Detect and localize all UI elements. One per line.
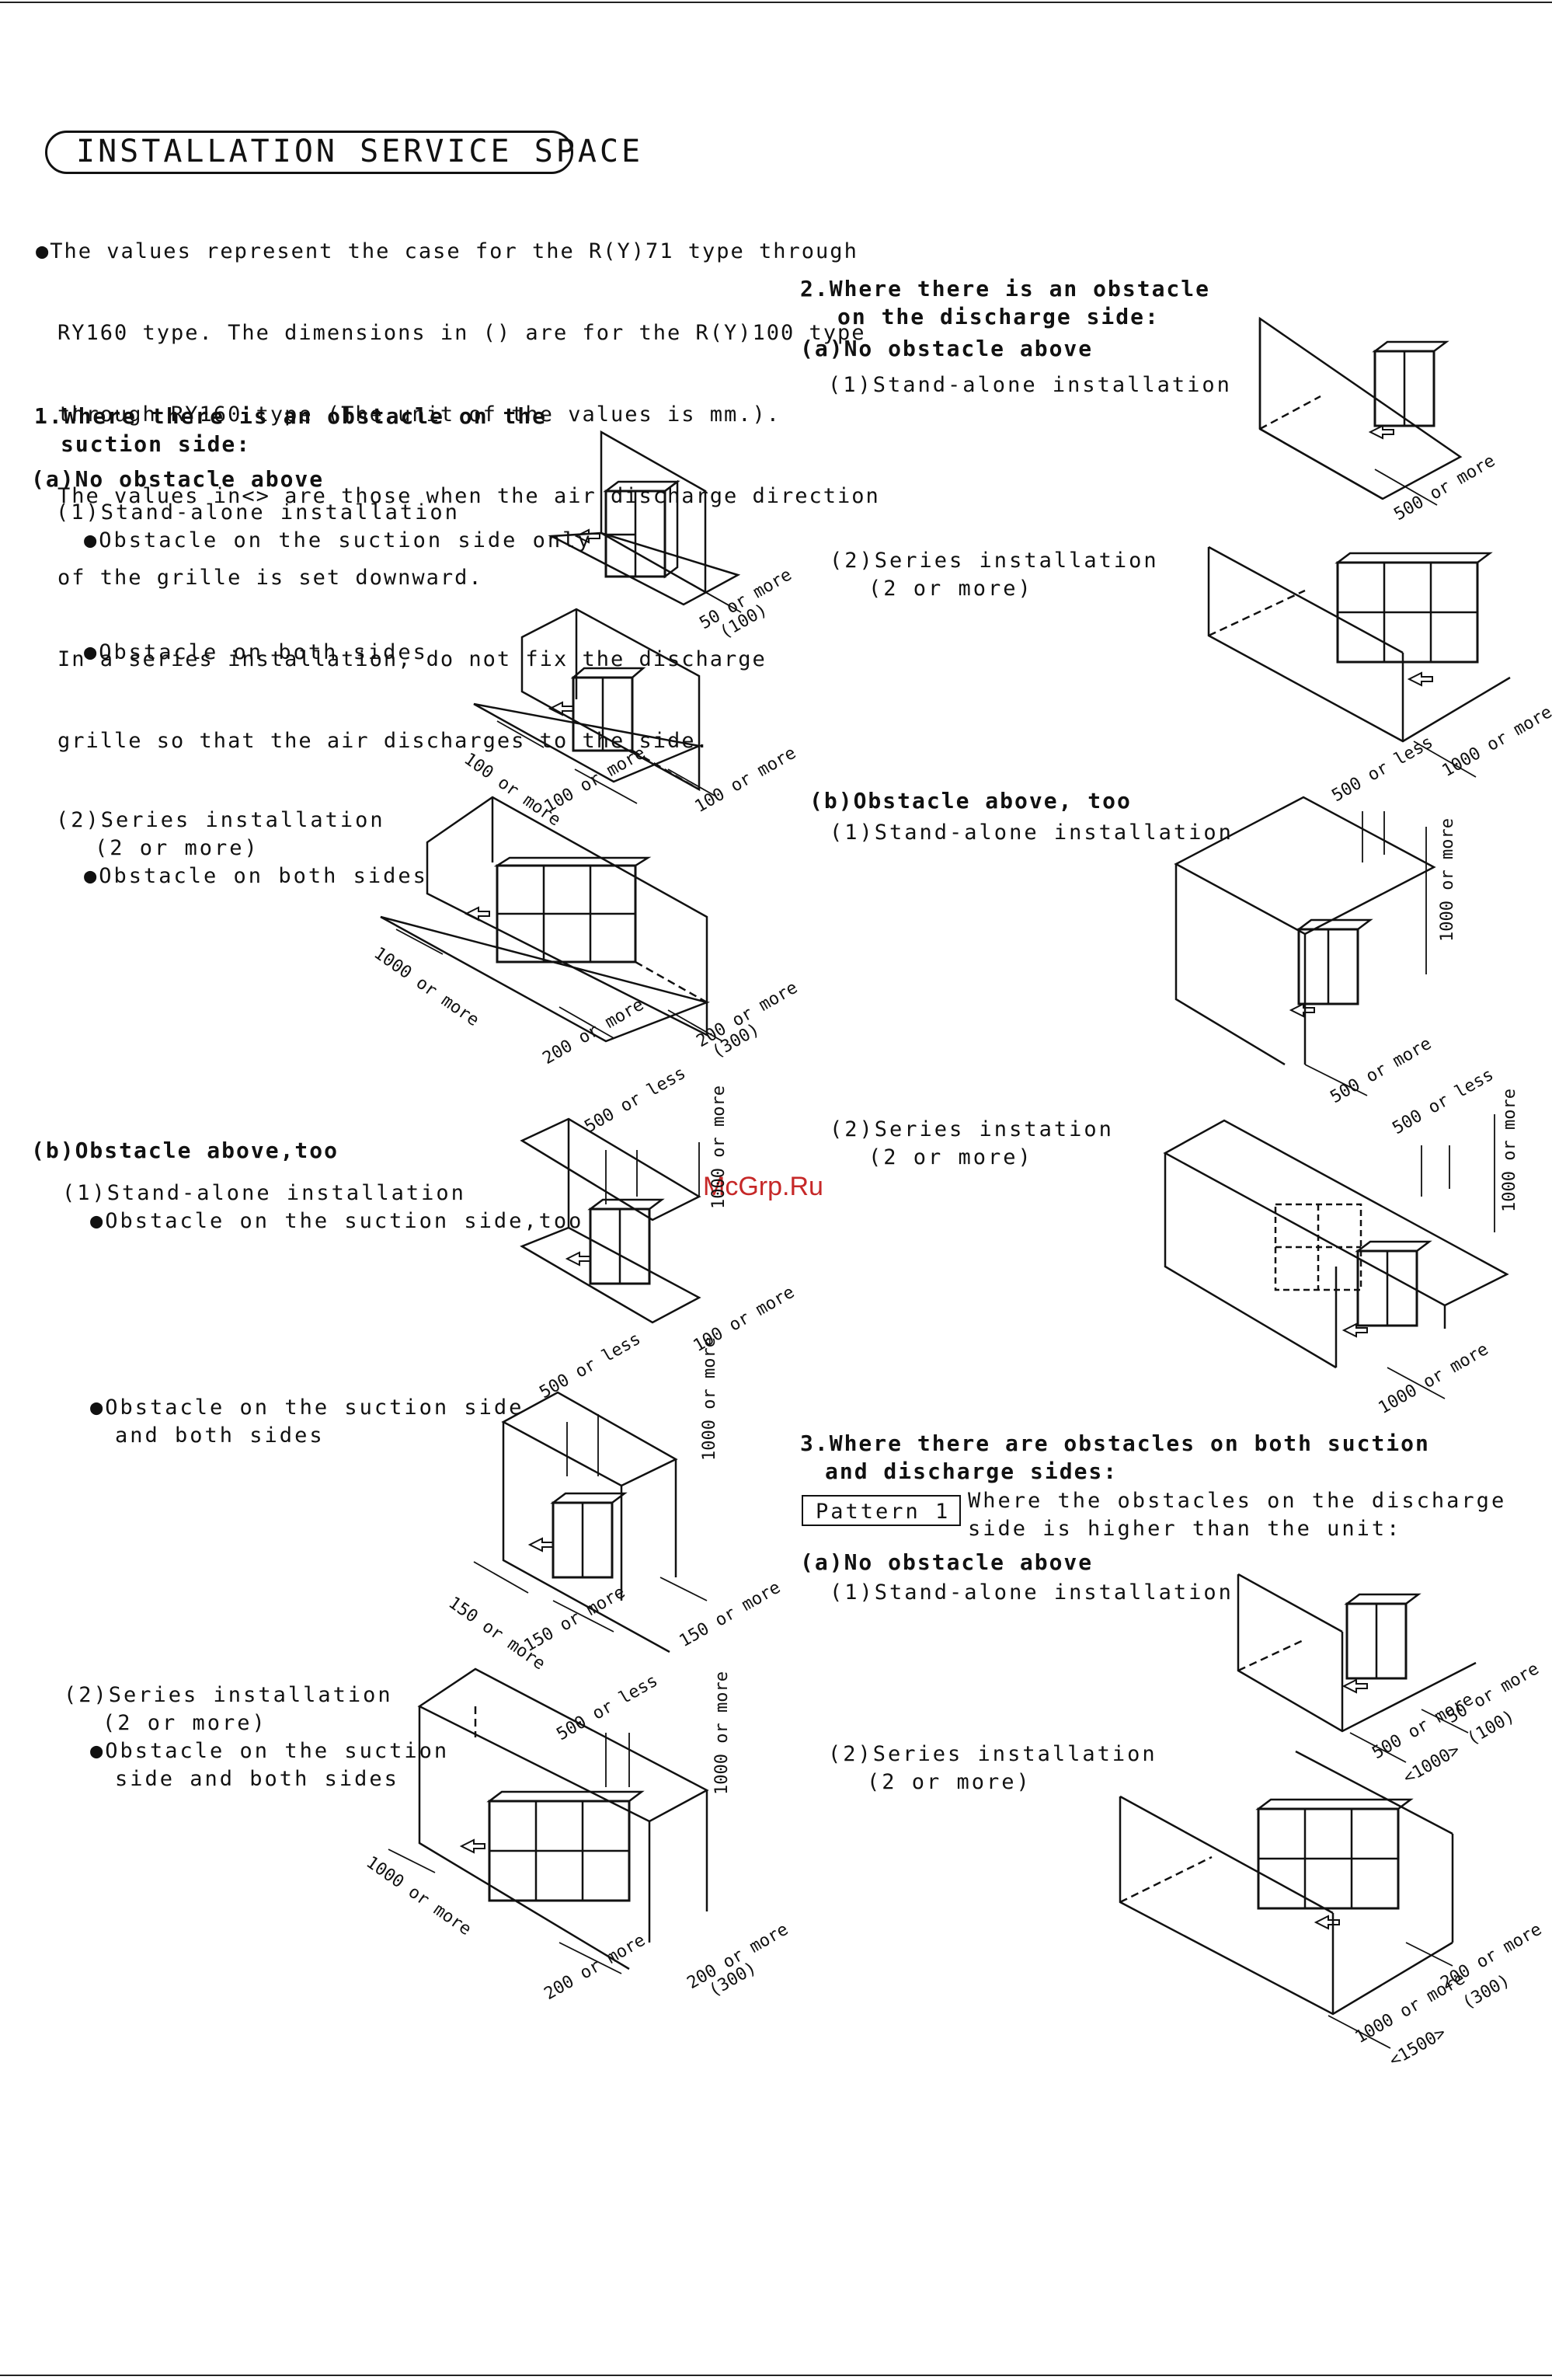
section1-title-line1: 1.Where there is an obstacle on the (34, 403, 548, 429)
section1-a2-line2: (2 or more) (95, 836, 259, 860)
section3-title-line1: 3.Where there are obstacles on both suct… (800, 1430, 1430, 1456)
dim-label: 1000 or more (371, 943, 483, 1030)
dim-label: 500 or less (1329, 733, 1437, 807)
section1-a1: (1)Stand-alone installation (56, 500, 460, 524)
dim-label: 500 or less (537, 1329, 645, 1403)
dim-label: 500 or less (554, 1671, 662, 1745)
section1-a2-line1: (2)Series installation (56, 808, 385, 832)
dim-label: 100 or more (692, 744, 800, 817)
section2-b2-line2: (2 or more) (868, 1145, 1033, 1169)
section3-a-title: (a)No obstacle above (800, 1549, 1094, 1575)
dim-label: 100 or more (541, 744, 649, 817)
note-line: of the grille is set downward. (57, 566, 483, 590)
section1-b2-line1: (2)Series installation (64, 1683, 393, 1707)
section2-title-line1: 2.Where there is an obstacle (800, 276, 1211, 301)
section1-a2-case: ●Obstacle on both sides (84, 864, 428, 888)
pattern-desc-line2: side is higher than the unit: (968, 1517, 1402, 1541)
section2-a2-line1: (2)Series installation (830, 549, 1159, 573)
section1-b1-case2-line2: and both sides (115, 1423, 325, 1448)
note-line: through RY160 type (The unit of the valu… (57, 402, 781, 427)
section1-b2-case-line1: ●Obstacle on the suction (90, 1739, 450, 1763)
dim-label: 1000 or more (1500, 1089, 1519, 1212)
section1-b2-case-line2: side and both sides (115, 1767, 399, 1791)
pattern-desc-line1: Where the obstacles on the discharge (968, 1489, 1507, 1513)
dim-label: 1000 or more (712, 1671, 732, 1795)
diagram-1-1b1-suction-too: 500 or less 1000 or more 100 or more (520, 1064, 798, 1356)
pattern-box (802, 1495, 961, 1526)
pattern-label: Pattern 1 (816, 1500, 951, 1524)
note-line: ●The values represent the case for the R… (36, 239, 858, 263)
note-line: RY160 type. The dimensions in () are for… (57, 321, 866, 345)
section2-a1: (1)Stand-alone installation (828, 373, 1232, 397)
section1-b1-case2-line1: ●Obstacle on the suction side (90, 1396, 524, 1420)
dim-label: 1000 or more (1438, 818, 1457, 942)
dim-label: 1000 or more (1376, 1340, 1492, 1418)
section3-a1: (1)Stand-alone installation (830, 1580, 1234, 1605)
section2-a-title: (a)No obstacle above (800, 336, 1094, 361)
diagram-3-3a2: 1000 or more <1500> 200 or more (300) (1119, 1750, 1545, 2071)
diagram-1-1a2-series-both-sides: 1000 or more 200 or more 200 or more (30… (371, 796, 801, 1068)
diagram-1-1a1-both-sides: 100 or more 100 or more 100 or more (461, 608, 800, 830)
dim-label: <1500> (1387, 2023, 1449, 2071)
note-line: In a series installation, do not fix the… (57, 647, 767, 671)
section1-a1-case2: ●Obstacle on both sides (84, 640, 428, 664)
top-rule (0, 2, 1552, 3)
dim-label: 1000 or more (1439, 702, 1552, 781)
dim-label: 200 or more (541, 1931, 649, 2005)
diagram-2-2a1: 500 or more (1258, 316, 1498, 524)
section1-b2-line2: (2 or more) (103, 1711, 267, 1735)
diagram-1-1b1-suction-both: 500 or less 1000 or more 150 or more 150… (445, 1329, 785, 1674)
dim-label: 150 or more (677, 1578, 785, 1652)
section-title-box (45, 131, 573, 174)
section3-title-line2: and discharge sides: (825, 1458, 1119, 1484)
section2-title-line2: on the discharge side: (837, 304, 1160, 329)
diagram-1-1b2-series: 500 or less 1000 or more 1000 or more 20… (363, 1667, 792, 2005)
diagram-3-3a1: 500 or more <1000> 50 or more (100) (1237, 1573, 1543, 1788)
dim-label: 1000 or more (700, 1337, 719, 1461)
diagram-2-2b2: 500 or less 1000 or more 1000 or more (1163, 1065, 1519, 1418)
note-line: The values in<> are those when the air d… (57, 484, 880, 508)
notes-block: ●The values represent the case for the R… (36, 183, 880, 782)
section1-a1-case1: ●Obstacle on the suction side only (84, 528, 593, 552)
dim-label: <1000> (1401, 1741, 1463, 1788)
section2-a2-line2: (2 or more) (868, 577, 1033, 601)
section2-b-title: (b)Obstacle above, too (809, 788, 1132, 814)
diagram-2-2a2: 1000 or more (1207, 545, 1552, 781)
section1-b-title: (b)Obstacle above,too (31, 1138, 339, 1163)
dim-label: 500 or less (1390, 1065, 1498, 1139)
diagram-2-2b1: 500 or less 1000 or more 500 or more (1174, 733, 1457, 1108)
watermark: McGrp.Ru (703, 1172, 823, 1201)
bottom-rule (0, 2375, 1552, 2376)
dim-label: 500 or less (582, 1064, 690, 1138)
section1-b1-case1: ●Obstacle on the suction side,too (90, 1209, 584, 1233)
section3-a2-line1: (2)Series installation (828, 1742, 1157, 1766)
section2-b2-line1: (2)Series instation (830, 1117, 1114, 1141)
section1-title-line2: suction side: (61, 431, 252, 457)
page-title: INSTALLATION SERVICE SPACE (76, 134, 644, 169)
dim-label: 500 or more (1328, 1034, 1435, 1108)
section2-b1: (1)Stand-alone installation (830, 821, 1234, 845)
dim-label: 150 or more (521, 1583, 629, 1657)
section3-a2-line2: (2 or more) (867, 1770, 1032, 1794)
section1-b1: (1)Stand-alone installation (62, 1181, 466, 1205)
section1-a-title: (a)No obstacle above (31, 466, 325, 492)
diagram-1-1a1-suction-only: 50 or more (100) (548, 430, 795, 643)
dim-label: 100 or more (461, 749, 565, 830)
bullet-icon: ● (36, 239, 50, 263)
dim-label: 1000 or more (709, 1085, 729, 1209)
